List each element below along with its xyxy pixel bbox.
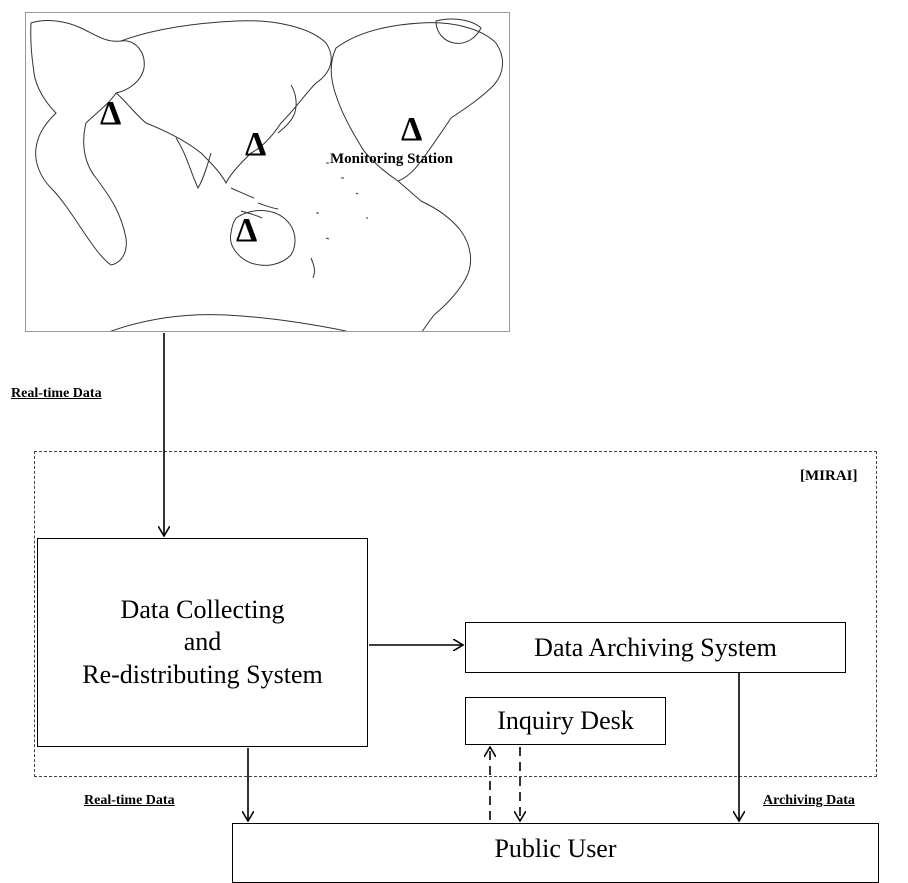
mirai-frame [34,451,877,777]
collect-line-1: Data Collecting [120,594,285,624]
inquiry-desk-label: Inquiry Desk [497,706,634,735]
station-marker-japan: Δ [245,126,267,163]
collect-line-3: Re-distributing System [82,659,323,689]
data-collecting-box: Data Collecting and Re-distributing Syst… [37,538,368,747]
station-marker-australia: Δ [236,212,258,249]
public-user-label: Public User [494,834,617,863]
collect-line-2: and [183,627,222,657]
flow-label-archiving: Archiving Data [763,793,855,808]
flow-label-realtime-bottom: Real-time Data [84,793,175,808]
mirai-label: [MIRAI] [800,468,858,484]
station-marker-north-america: Δ [401,111,423,148]
world-map [25,12,510,332]
flow-label-realtime-top: Real-time Data [11,386,102,401]
data-archiving-box: Data Archiving System [465,622,846,673]
public-user-box: Public User [232,823,879,883]
data-archiving-label: Data Archiving System [534,632,777,662]
world-map-outline [30,18,503,331]
station-marker-europe: Δ [100,95,122,132]
inquiry-desk-box: Inquiry Desk [465,697,666,745]
station-label: Monitoring Station [330,151,453,167]
